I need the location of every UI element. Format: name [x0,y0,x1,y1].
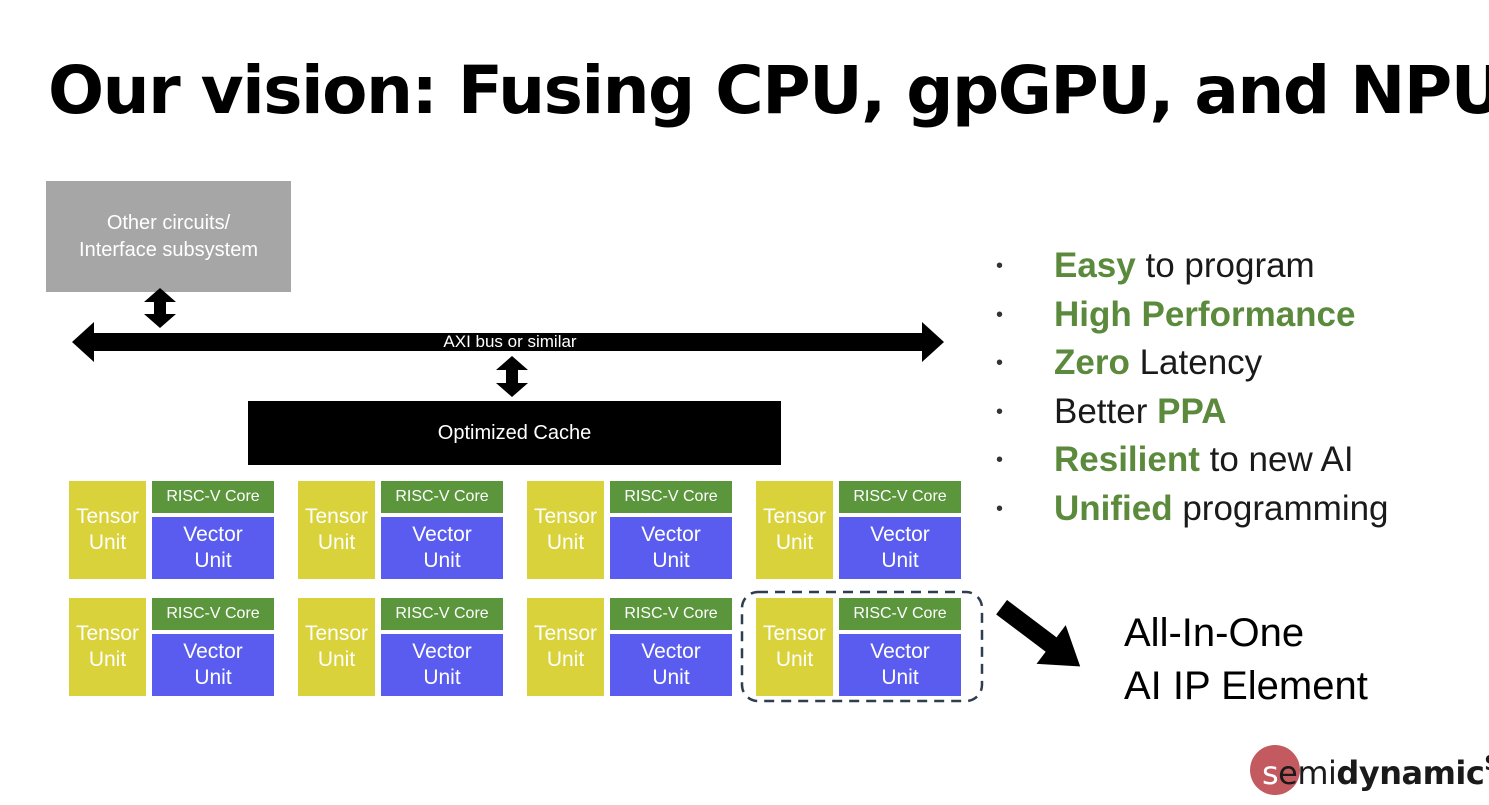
benefit-highlight: Unified [1054,488,1173,528]
riscv-core: RISC-V Core [610,598,732,630]
other-to-bus-arrow [144,288,176,328]
slide-title: Our vision: Fusing CPU, gpGPU, and NPU [48,52,1489,129]
logo-wordmark: semidynamicS [1262,751,1489,792]
riscv-core: RISC-V Core [152,481,274,513]
benefit-item: • Easy to program [996,242,1389,291]
benefit-item: • Better PPA [996,388,1389,437]
highlight-dashed-box [740,590,984,703]
benefit-highlight: High Performance [1054,294,1356,334]
all-in-one-line1: All-In-One [1124,611,1305,655]
benefit-highlight: Zero [1054,343,1130,382]
benefit-highlight: PPA [1157,391,1227,431]
benefit-highlight: Resilient [1054,440,1200,479]
riscv-core: RISC-V Core [381,481,503,513]
benefit-item: • Resilient to new AI [996,436,1389,485]
benefit-text: to program [1135,246,1315,285]
benefit-text: Latency [1129,343,1263,382]
riscv-core: RISC-V Core [839,598,961,630]
all-in-one-label: All-In-One AI IP Element [1124,607,1368,713]
all-in-one-line2: AI IP Element [1124,664,1368,708]
riscv-core: RISC-V Core [381,598,503,630]
benefit-text: Better [1054,391,1158,431]
bullet-icon: • [996,303,1004,326]
optimized-cache-box: Optimized Cache [248,401,781,465]
bullet-icon: • [996,352,1004,374]
benefit-highlight: Easy [1054,246,1136,285]
benefit-item: • High Performance [996,291,1389,340]
bus-to-cache-arrow [496,356,528,397]
logo-circle-icon [1250,745,1300,795]
benefit-text: to new AI [1199,440,1354,479]
riscv-core: RISC-V Core [839,481,961,513]
other-circuits-box: Other circuits/ Interface subsystem [46,181,291,292]
semidynamics-logo: semidynamicS [1250,745,1489,795]
other-circuits-line1: Other circuits/ [106,211,231,234]
benefit-item: • Zero Latency [996,339,1389,388]
bullet-icon: • [996,255,1004,277]
benefit-text: programming [1172,488,1389,528]
benefits-list: • Easy to program • High Performance • Zero L… [996,242,1389,533]
optimized-cache-label: Optimized Cache [437,421,592,444]
benefit-item: • Unified programming [996,485,1389,534]
riscv-core: RISC-V Core [610,481,732,513]
bullet-icon: • [996,400,1004,423]
axi-bus-arrow [72,322,944,362]
axi-bus-label: AXI bus or similar [443,332,577,351]
bullet-icon: • [996,449,1004,471]
riscv-core: RISC-V Core [152,598,274,630]
bullet-icon: • [996,497,1004,520]
other-circuits-line2: Interface subsystem [79,238,258,261]
pointer-arrow [990,594,1086,671]
